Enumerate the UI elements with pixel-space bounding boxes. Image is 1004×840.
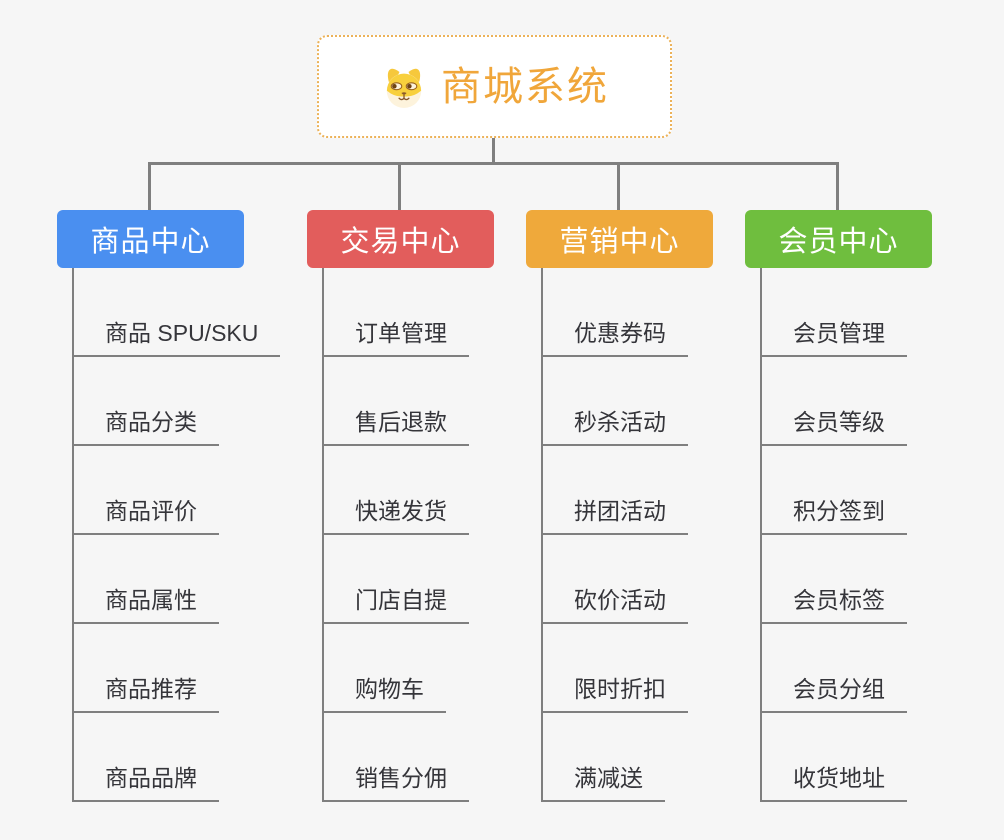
leaf-node[interactable]: 商品分类 — [72, 409, 219, 446]
leaf-node[interactable]: 快递发货 — [322, 498, 469, 535]
connector-drop-trade — [398, 163, 401, 210]
root-node[interactable]: 商城系统 — [317, 35, 672, 138]
branch-header-product[interactable]: 商品中心 — [57, 210, 244, 268]
leaf-node[interactable]: 限时折扣 — [541, 676, 688, 713]
leaf-node[interactable]: 拼团活动 — [541, 498, 688, 535]
leaf-node[interactable]: 砍价活动 — [541, 587, 688, 624]
connector-horizontal-bar — [148, 162, 839, 165]
leaf-node[interactable]: 会员等级 — [760, 409, 907, 446]
connector-drop-marketing — [617, 163, 620, 210]
leaf-node[interactable]: 收货地址 — [760, 765, 907, 802]
branch-trade-center: 交易中心 订单管理 售后退款 快递发货 门店自提 购物车 销售分佣 — [307, 210, 567, 810]
leaf-node[interactable]: 商品推荐 — [72, 676, 219, 713]
leaf-node[interactable]: 优惠券码 — [541, 320, 688, 357]
leaf-node[interactable]: 满减送 — [541, 765, 665, 802]
connector-root-stem — [492, 138, 495, 164]
branch-product-center: 商品中心 商品 SPU/SKU 商品分类 商品评价 商品属性 商品推荐 商品品牌 — [57, 210, 317, 810]
branch-marketing-center: 营销中心 优惠券码 秒杀活动 拼团活动 砍价活动 限时折扣 满减送 — [526, 210, 786, 810]
leaf-node[interactable]: 会员分组 — [760, 676, 907, 713]
branch-header-member[interactable]: 会员中心 — [745, 210, 932, 268]
leaf-node[interactable]: 会员管理 — [760, 320, 907, 357]
leaf-node[interactable]: 售后退款 — [322, 409, 469, 446]
leaf-node[interactable]: 销售分佣 — [322, 765, 469, 802]
leaf-node[interactable]: 商品评价 — [72, 498, 219, 535]
leaf-node[interactable]: 商品品牌 — [72, 765, 219, 802]
leaf-node[interactable]: 秒杀活动 — [541, 409, 688, 446]
connector-drop-member — [836, 163, 839, 210]
shiba-dog-icon — [386, 68, 422, 108]
leaf-node[interactable]: 商品属性 — [72, 587, 219, 624]
connector-drop-product — [148, 163, 151, 210]
leaf-node[interactable]: 会员标签 — [760, 587, 907, 624]
leaf-node[interactable]: 商品 SPU/SKU — [72, 320, 281, 357]
root-title: 商城系统 — [441, 64, 609, 109]
branch-header-trade[interactable]: 交易中心 — [307, 210, 494, 268]
leaf-node[interactable]: 购物车 — [322, 676, 446, 713]
leaf-node[interactable]: 门店自提 — [322, 587, 469, 624]
leaf-node[interactable]: 订单管理 — [322, 320, 469, 357]
branch-member-center: 会员中心 会员管理 会员等级 积分签到 会员标签 会员分组 收货地址 — [745, 210, 1004, 810]
leaf-node[interactable]: 积分签到 — [760, 498, 907, 535]
branch-header-marketing[interactable]: 营销中心 — [526, 210, 713, 268]
